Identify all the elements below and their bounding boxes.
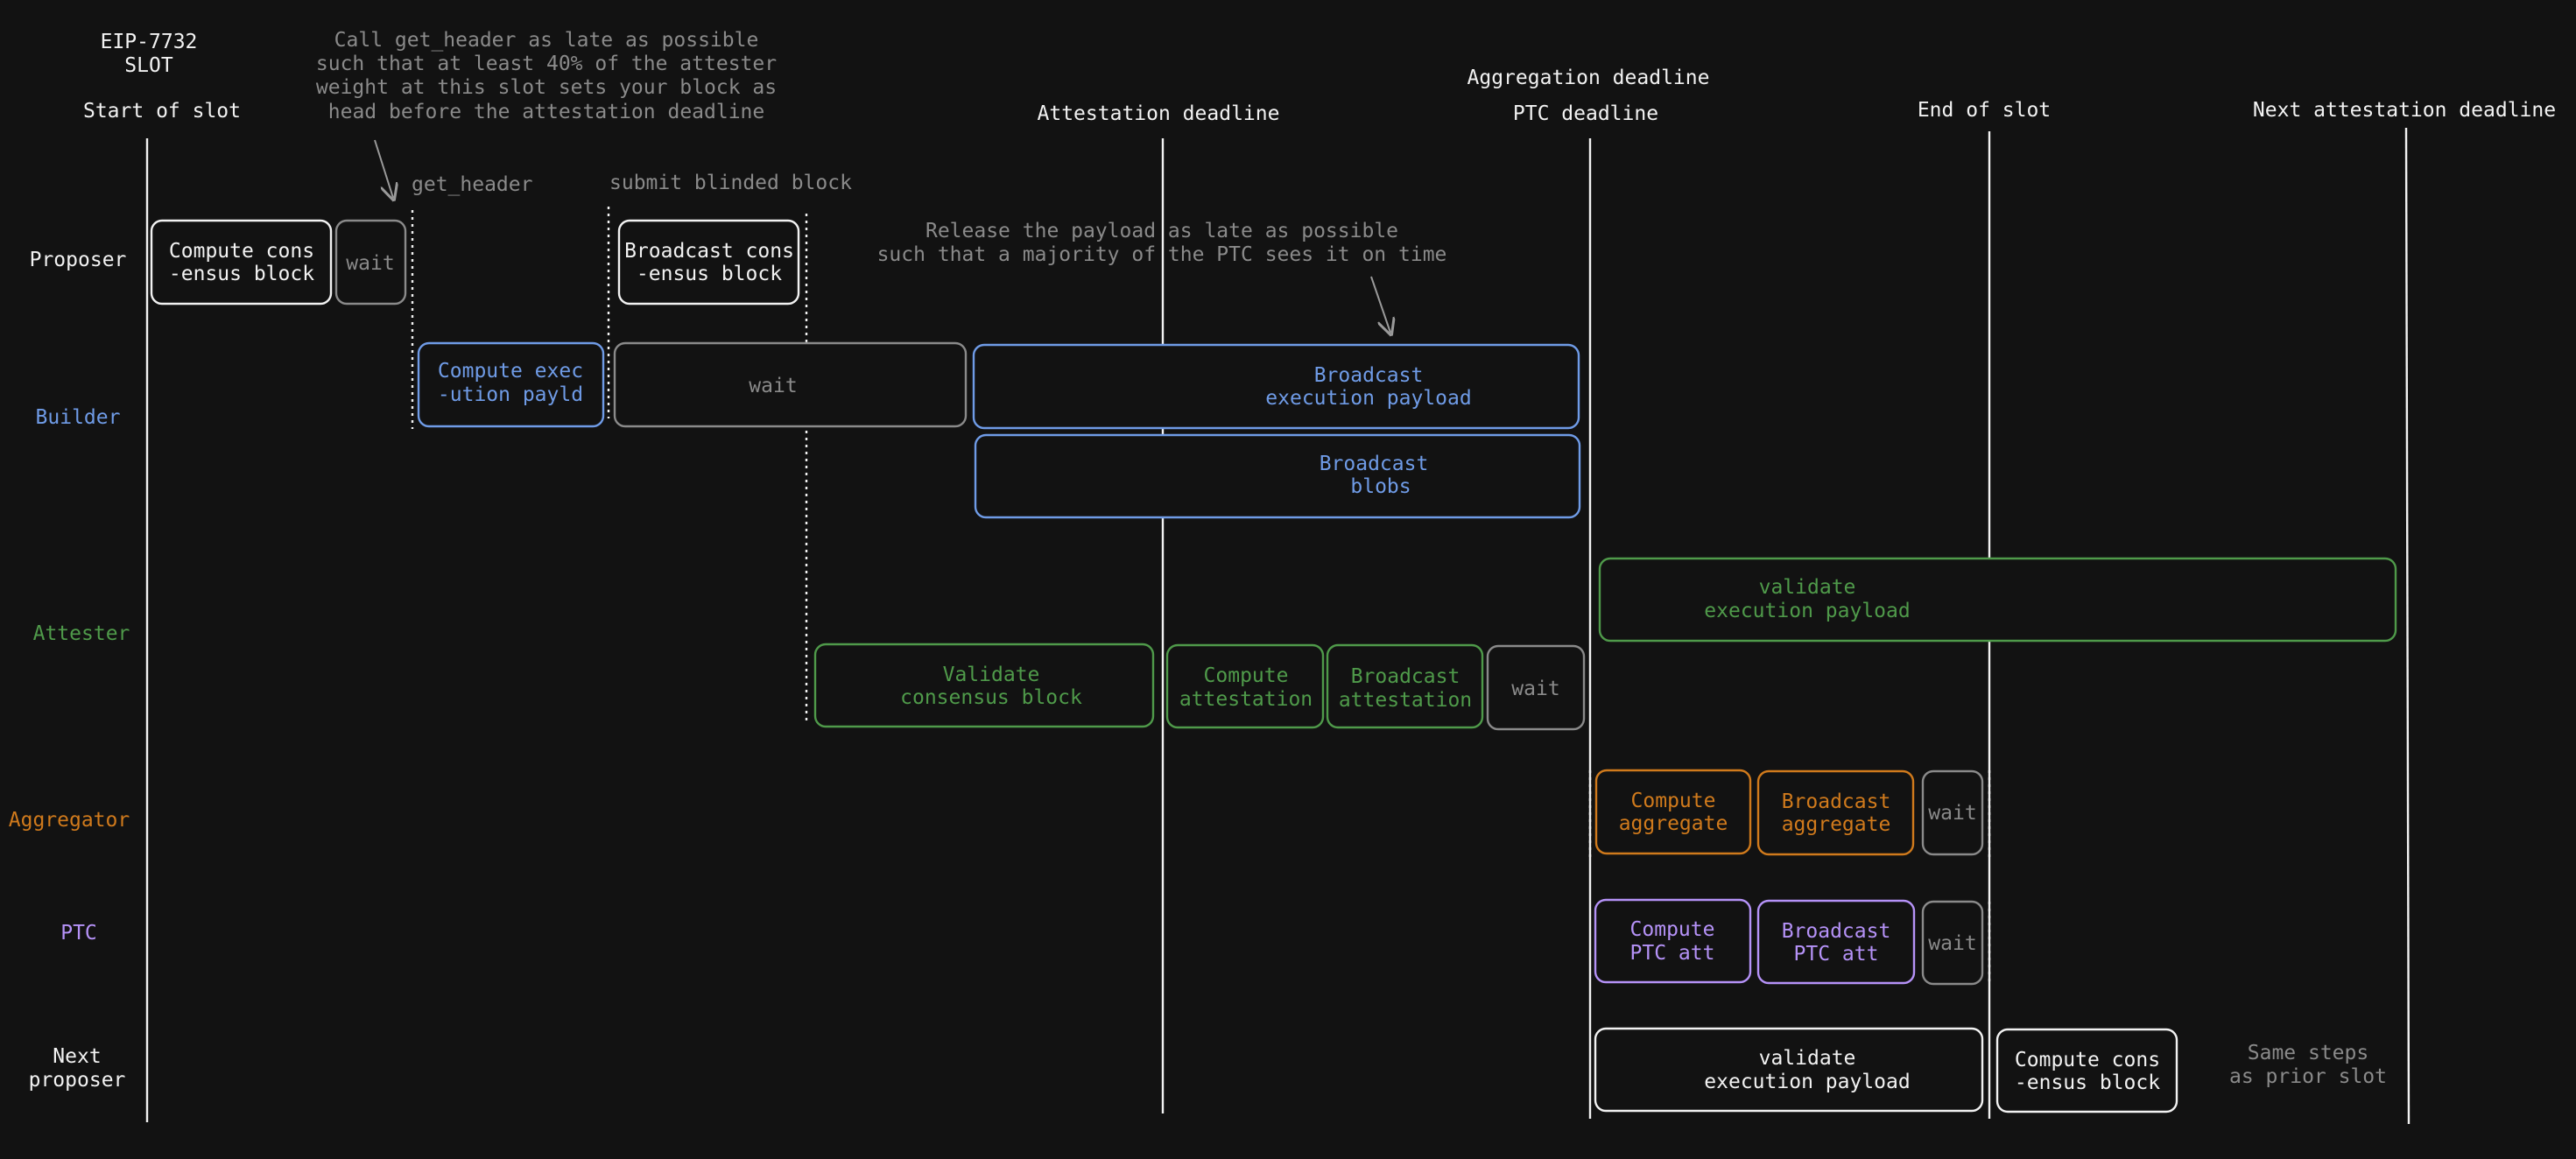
role-label-ptc: PTC	[60, 922, 97, 945]
payload-note-line2: such that a majority of the PTC sees it …	[877, 243, 1447, 266]
svg-text:-ensus block: -ensus block	[2015, 1071, 2160, 1094]
aggregator-broadcast-aggregate-box: Broadcast aggregate	[1756, 769, 1915, 856]
svg-text:Broadcast: Broadcast	[1314, 364, 1424, 387]
svg-text:aggregate: aggregate	[1782, 813, 1891, 836]
builder-compute-payload-box: Compute exec -ution payld	[417, 341, 605, 428]
aggregator-compute-aggregate-box: Compute aggregate	[1594, 769, 1752, 855]
svg-text:validate: validate	[1759, 1047, 1856, 1070]
get-header-note-line3: weight at this slot sets your block as	[316, 76, 777, 99]
next-attestation-deadline-line	[2404, 127, 2411, 1125]
svg-text:blobs: blobs	[1350, 475, 1411, 498]
svg-text:Compute: Compute	[1631, 790, 1716, 812]
submit-blinded-block-label: submit blinded block	[609, 172, 852, 194]
get-header-note-line4: head before the attestation deadline	[328, 101, 765, 123]
attester-compute-attestation-box: Compute attestation	[1165, 643, 1325, 729]
get-header-note-arrow	[374, 139, 393, 198]
svg-text:consensus block: consensus block	[900, 686, 1082, 709]
attester-wait-box: wait	[1486, 644, 1586, 731]
proposer-compute-block-box: Compute cons -ensus block	[150, 219, 333, 306]
next-proposer-validate-payload-box: validate execution payload	[1594, 1027, 1984, 1113]
payload-note-arrow	[1370, 276, 1390, 333]
get-header-label: get_header	[412, 173, 532, 196]
svg-text:as prior slot: as prior slot	[2229, 1065, 2387, 1088]
attester-broadcast-attestation-box: Broadcast attestation	[1326, 643, 1484, 729]
svg-text:attestation: attestation	[1339, 689, 1472, 712]
svg-text:Compute exec: Compute exec	[438, 360, 583, 383]
start-of-slot-label: Start of slot	[83, 100, 241, 123]
svg-text:execution payload: execution payload	[1704, 600, 1910, 622]
svg-text:wait: wait	[346, 252, 394, 275]
aggregator-wait-box: wait	[1921, 769, 1984, 856]
svg-text:PTC att: PTC att	[1794, 943, 1879, 966]
proposer-broadcast-block-box: Broadcast cons -ensus block	[617, 219, 800, 306]
svg-text:wait: wait	[1928, 932, 1976, 955]
svg-text:attestation: attestation	[1179, 688, 1313, 711]
ptc-broadcast-att-box: Broadcast PTC att	[1756, 899, 1916, 985]
next-attestation-deadline-label: Next attestation deadline	[2253, 99, 2556, 122]
proposer-wait-box: wait	[334, 219, 407, 306]
next-proposer-same-steps-note: Same steps as prior slot	[2229, 1042, 2387, 1088]
svg-text:wait: wait	[1511, 678, 1559, 700]
role-label-attester: Attester	[33, 622, 130, 645]
svg-text:validate: validate	[1759, 576, 1856, 599]
builder-wait-box: wait	[613, 341, 968, 428]
svg-text:-ensus block: -ensus block	[169, 263, 314, 285]
svg-text:Compute cons: Compute cons	[2015, 1049, 2160, 1071]
svg-text:execution payload: execution payload	[1704, 1071, 1910, 1093]
attester-validate-block-box: Validate consensus block	[813, 643, 1155, 728]
role-label-builder: Builder	[36, 406, 121, 429]
role-label-next-proposer-line2: proposer	[29, 1069, 126, 1092]
svg-text:execution payload: execution payload	[1265, 387, 1471, 410]
svg-text:Broadcast cons: Broadcast cons	[624, 240, 794, 263]
svg-text:-ensus block: -ensus block	[637, 263, 782, 285]
svg-text:wait: wait	[749, 375, 797, 397]
ptc-wait-box: wait	[1921, 900, 1984, 986]
svg-text:Broadcast: Broadcast	[1351, 665, 1460, 688]
aggregation-deadline-label: Aggregation deadline	[1467, 67, 1710, 89]
builder-broadcast-blobs-box: Broadcast blobs	[974, 433, 1581, 519]
svg-text:-ution payld: -ution payld	[438, 383, 583, 406]
role-label-proposer: Proposer	[30, 249, 127, 271]
slot-title-line1: EIP-7732	[101, 31, 198, 53]
svg-text:wait: wait	[1928, 802, 1976, 825]
svg-text:Validate: Validate	[943, 664, 1040, 686]
svg-text:Compute cons: Compute cons	[169, 240, 314, 263]
attester-validate-payload-box: validate execution payload	[1598, 557, 2397, 643]
svg-text:aggregate: aggregate	[1619, 812, 1728, 835]
next-proposer-compute-block-box: Compute cons -ensus block	[1995, 1028, 2178, 1113]
svg-text:Broadcast: Broadcast	[1782, 790, 1891, 813]
payload-note-line1: Release the payload as late as possible	[926, 220, 1398, 242]
builder-broadcast-payload-box: Broadcast execution payload	[972, 343, 1580, 430]
role-label-next-proposer-line1: Next	[53, 1045, 101, 1068]
get-header-note-line1: Call get_header as late as possible	[334, 29, 759, 52]
svg-text:PTC att: PTC att	[1630, 942, 1715, 965]
attestation-deadline-label: Attestation deadline	[1038, 102, 1280, 125]
svg-text:Compute: Compute	[1204, 664, 1289, 687]
svg-text:Broadcast: Broadcast	[1782, 920, 1891, 943]
svg-text:Same steps: Same steps	[2248, 1042, 2368, 1064]
end-of-slot-label: End of slot	[1918, 99, 2051, 122]
svg-text:Compute: Compute	[1630, 918, 1715, 941]
ptc-deadline-label: PTC deadline	[1513, 102, 1658, 125]
ptc-compute-att-box: Compute PTC att	[1594, 898, 1752, 984]
slot-title-line2: SLOT	[124, 54, 173, 77]
svg-text:Broadcast: Broadcast	[1320, 453, 1429, 475]
role-label-aggregator: Aggregator	[9, 809, 130, 832]
get-header-note-line2: such that at least 40% of the attester	[316, 53, 777, 75]
